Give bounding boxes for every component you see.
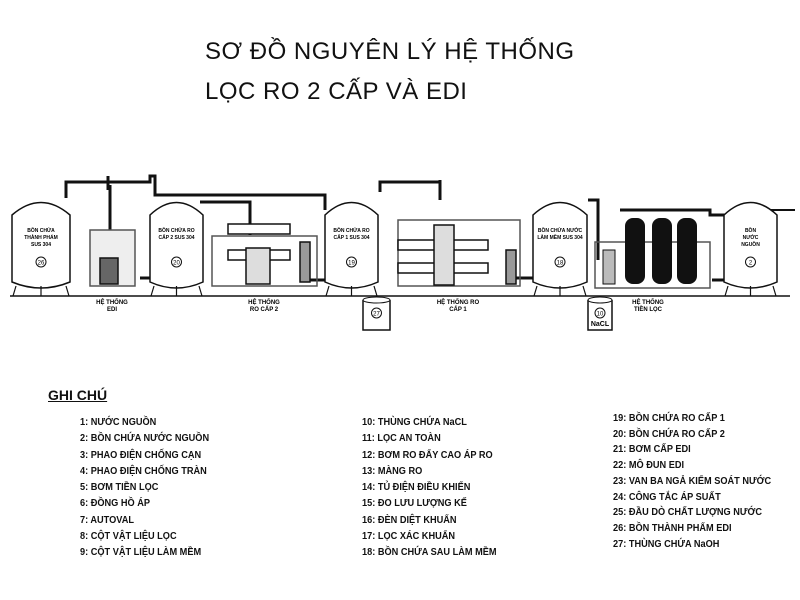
tank-number-badge bbox=[346, 256, 357, 268]
tank-leg bbox=[582, 285, 587, 297]
tank-leg bbox=[198, 285, 203, 297]
system-label: HỆ THỐNG bbox=[248, 298, 280, 306]
tank-label: LÀM MỀM SUS 304 bbox=[537, 234, 583, 241]
tank-label: BỒN CHỨA RO bbox=[158, 227, 194, 234]
tank-label: BỒN CHỨA bbox=[27, 227, 55, 234]
tank-leg bbox=[373, 285, 378, 297]
tank-body bbox=[532, 201, 588, 289]
tank-leg bbox=[65, 285, 70, 297]
tank-number: 20 bbox=[173, 261, 180, 267]
tank-number-badge bbox=[745, 256, 756, 268]
pipes bbox=[64, 174, 795, 282]
tank-label: CẤP 2 SUS 304 bbox=[158, 234, 194, 241]
tank-leg bbox=[724, 285, 729, 297]
tank-label: THÀNH PHẨM bbox=[24, 234, 58, 241]
legend-item: 13: MÀNG RO bbox=[362, 465, 423, 477]
tank-number: 19 bbox=[348, 261, 355, 267]
legend-item: 8: CỘT VẬT LIỆU LỌC bbox=[80, 531, 177, 543]
tank-leg bbox=[150, 285, 155, 297]
tank-label: NƯỚC bbox=[743, 233, 759, 241]
legend-item: 17: LỌC XÁC KHUẨN bbox=[362, 531, 456, 543]
tank-label: NGUỒN bbox=[741, 241, 760, 248]
tank-body bbox=[149, 201, 204, 289]
tank-label: BỒN CHỨA NƯỚC bbox=[538, 226, 583, 234]
legend-item: 4: PHAO ĐIỆN CHỐNG TRÀN bbox=[80, 465, 207, 477]
legend-item: 2: BỒN CHỨA NƯỚC NGUỒN bbox=[80, 433, 210, 445]
system-label: HỆ THỐNG bbox=[96, 298, 128, 306]
legend-item: 20: BỒN CHỨA RO CẤP 2 bbox=[613, 428, 725, 440]
system-label: TIỀN LỌC bbox=[634, 306, 663, 313]
tank-number: 18 bbox=[557, 261, 564, 267]
legend-item: 7: AUTOVAL bbox=[80, 514, 135, 526]
legend-heading: GHI CHÚ bbox=[48, 387, 108, 403]
legend-item: 11: LỌC AN TOÀN bbox=[362, 433, 441, 445]
tank-leg bbox=[772, 285, 777, 297]
legend-item: 21: BƠM CẤP EDI bbox=[613, 444, 691, 456]
ro-membranes bbox=[99, 223, 517, 286]
legend-item: 18: BỒN CHỨA SAU LÀM MỀM bbox=[362, 547, 497, 559]
tank-label: BỒN bbox=[745, 227, 757, 234]
legend-column-2: 10: THÙNG CHỨA NaCL 11: LỌC AN TOÀN 12: BƠ… bbox=[362, 415, 497, 562]
legend-item: 14: TỦ ĐIỆN ĐIỀU KHIỂN bbox=[362, 482, 471, 494]
legend-item: 27: THÙNG CHỨA NaOH bbox=[613, 538, 720, 550]
tank-leg bbox=[533, 285, 538, 297]
tank-label: SUS 304 bbox=[31, 242, 51, 248]
chemical-tank-label: NaCL bbox=[591, 321, 610, 328]
tank-number-badge bbox=[554, 256, 566, 268]
system-label: RO CẤP 2 bbox=[250, 306, 279, 313]
diagram-title-line2: LỌC RO 2 CẤP VÀ EDI bbox=[205, 78, 468, 105]
legend-item: 6: ĐỒNG HỒ ÁP bbox=[80, 498, 151, 510]
legend-column-3: 19: BỒN CHỨA RO CẤP 1 20: BỒN CHỨA RO CẤP… bbox=[613, 411, 771, 552]
tank-body bbox=[324, 201, 379, 289]
chemical-tank: 27 bbox=[362, 296, 391, 331]
legend-item: 3: PHAO ĐIỆN CHỐNG CẠN bbox=[80, 449, 202, 461]
system-label: CẤP 1 bbox=[449, 306, 467, 313]
legend-item: 5: BƠM TIỀN LỌC bbox=[80, 482, 159, 494]
legend-item: 25: ĐẦU DÒ CHẤT LƯỢNG NƯỚC bbox=[613, 507, 763, 519]
system-label: HỆ THỐNG RO bbox=[437, 298, 480, 306]
tank-body bbox=[723, 201, 778, 289]
legend-item: 24: CÔNG TẮC ÁP SUẤT bbox=[613, 491, 721, 503]
chemical-tank-number: 10 bbox=[597, 312, 604, 318]
legend-item: 19: BỒN CHỨA RO CẤP 1 bbox=[613, 413, 725, 424]
legend-item: 26: BỒN THÀNH PHẨM EDI bbox=[613, 522, 732, 534]
legend-item: 23: VAN BA NGẢ KIỂM SOÁT NƯỚC bbox=[613, 475, 772, 487]
tank-label: BỒN CHỨA RO bbox=[333, 227, 369, 234]
tank-body bbox=[11, 201, 71, 289]
system-label: HỆ THỐNG bbox=[632, 298, 664, 306]
legend-item: 9: CỘT VẬT LIỆU LÀM MỀM bbox=[80, 547, 202, 559]
system-label: EDI bbox=[107, 307, 117, 313]
filter-columns bbox=[602, 218, 697, 285]
tank-number: 26 bbox=[38, 261, 45, 267]
tank-leg bbox=[325, 285, 330, 297]
chemical-tank-number: 27 bbox=[373, 312, 380, 318]
tank-number-badge bbox=[171, 256, 182, 268]
legend-item: 22: MÔ ĐUN EDI bbox=[613, 460, 685, 472]
legend-item: 10: THÙNG CHỨA NaCL bbox=[362, 417, 467, 428]
tank-number: 2 bbox=[749, 261, 753, 267]
legend-item: 15: ĐO LƯU LƯỢNG KẾ bbox=[362, 498, 467, 510]
diagram-title-line1: SƠ ĐỒ NGUYÊN LÝ HỆ THỐNG bbox=[205, 38, 575, 65]
legend-item: 1: NƯỚC NGUỒN bbox=[80, 417, 157, 428]
tank-leg bbox=[12, 285, 17, 297]
tank-label: CẤP 1 SUS 304 bbox=[333, 234, 369, 241]
legend-column-1: 1: NƯỚC NGUỒN 2: BỒN CHỨA NƯỚC NGUỒN 3: PH… bbox=[80, 415, 209, 562]
tank-number-badge bbox=[35, 256, 47, 268]
legend-item: 12: BƠM RO ĐẨY CAO ÁP RO bbox=[362, 449, 493, 461]
legend-item: 16: ĐÈN DIỆT KHUẨN bbox=[362, 514, 457, 526]
